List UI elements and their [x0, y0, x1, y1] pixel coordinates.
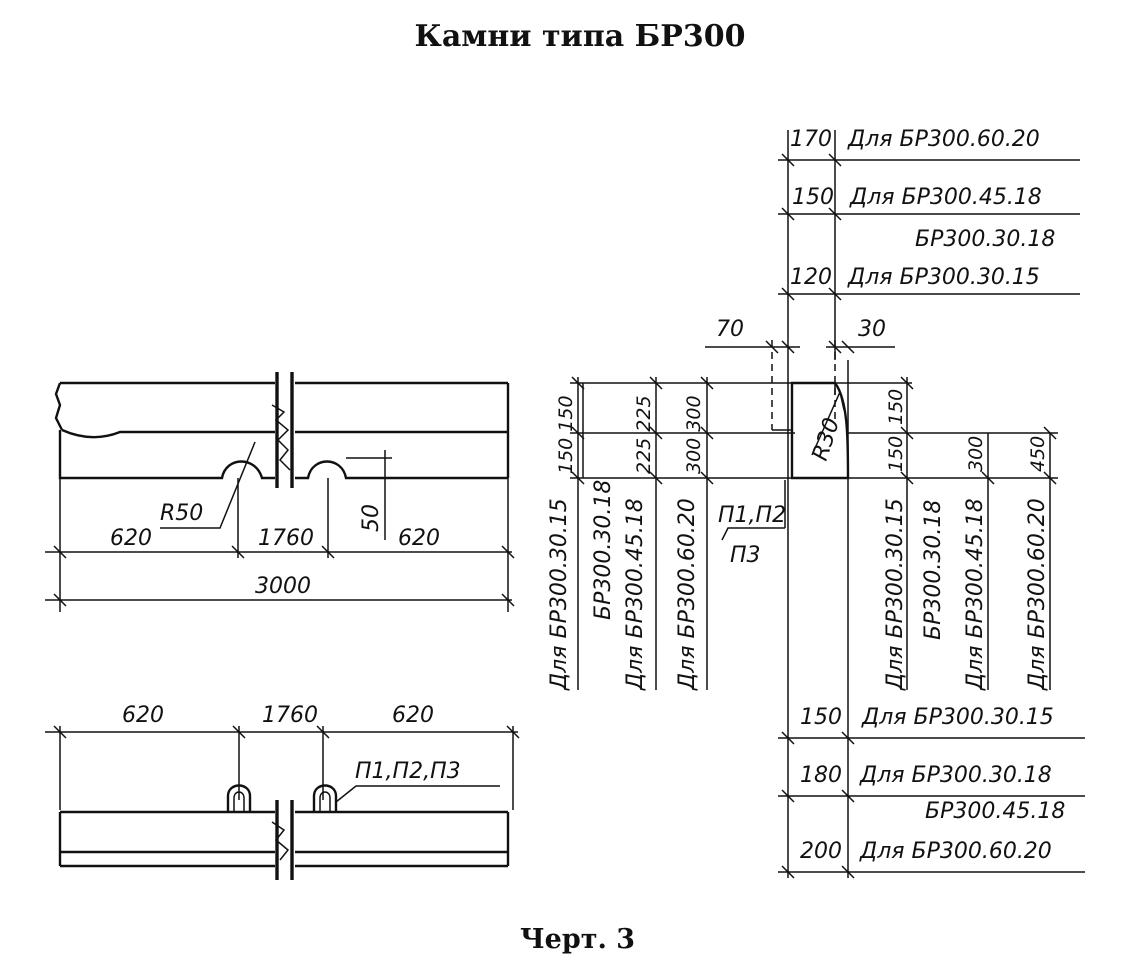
bottom-width-4-text: Для БР300.60.20 — [859, 839, 1052, 864]
top-width-4-value: 120 — [790, 265, 832, 290]
plan-middle-segment: 1760 — [262, 703, 318, 728]
top-width-3-text: БР300.30.18 — [915, 227, 1055, 252]
drawing-title: Камни типа БР300 — [415, 19, 746, 54]
left-height-3-value: 225 225 — [633, 395, 655, 474]
right-height-3-text: Для БР300.45.18 — [963, 498, 988, 691]
right-height-4-value: 450 — [1027, 436, 1049, 472]
right-height-4-text: Для БР300.60.20 — [1025, 498, 1050, 691]
front-right-segment: 620 — [398, 526, 440, 551]
top-width-4-text: Для БР300.30.15 — [847, 265, 1040, 290]
left-height-2-text: БР300.30.18 — [591, 480, 616, 620]
top-width-1-text: Для БР300.60.20 — [847, 127, 1040, 152]
top-width-2-value: 150 — [792, 185, 834, 210]
section-loops-label-2: П3 — [730, 543, 761, 568]
left-height-4-value: 300 300 — [683, 395, 705, 474]
front-view: R50 50 620 1760 620 3000 — [45, 372, 515, 612]
chamfer-left: 70 — [716, 317, 744, 342]
front-left-segment: 620 — [110, 526, 152, 551]
bottom-width-2-text: Для БР300.30.18 — [859, 763, 1052, 788]
top-width-1-value: 170 — [790, 127, 832, 152]
left-height-1-text: Для БР300.30.15 — [547, 498, 572, 691]
section-loops-label-1: П1,П2 — [718, 503, 786, 528]
right-height-3-value: 300 — [965, 436, 987, 472]
chamfer-right: 30 — [858, 317, 886, 342]
bottom-width-4-value: 200 — [800, 839, 842, 864]
right-height-1-value: 150 — [885, 389, 907, 425]
front-middle-segment: 1760 — [258, 526, 314, 551]
figure-caption: Черт. 3 — [520, 924, 635, 955]
right-height-2-value: 150 — [885, 436, 907, 472]
front-radius-label: R50 — [160, 501, 203, 526]
cross-section: 170 Для БР300.60.20 150 Для БР300.45.18 … — [547, 127, 1085, 879]
right-height-2-text: БР300.30.18 — [921, 500, 946, 640]
bottom-width-3-text: БР300.45.18 — [925, 799, 1065, 824]
plan-loops-label: П1,П2,П3 — [355, 759, 461, 784]
section-radius: R30 — [808, 415, 845, 464]
plan-left-segment: 620 — [122, 703, 164, 728]
plan-right-segment: 620 — [392, 703, 434, 728]
front-notch-depth: 50 — [359, 504, 384, 532]
left-height-1-value: 150 150 — [555, 395, 577, 474]
bottom-width-1-text: Для БР300.30.15 — [861, 705, 1054, 730]
left-height-3-text: Для БР300.45.18 — [623, 498, 648, 691]
bottom-width-1-value: 150 — [800, 705, 842, 730]
front-total-length: 3000 — [255, 574, 311, 599]
left-height-4-text: Для БР300.60.20 — [675, 498, 700, 691]
plan-view: 620 1760 620 П1,П2,П3 — [45, 703, 520, 880]
right-height-1-text: Для БР300.30.15 — [883, 498, 908, 691]
top-width-2-text: Для БР300.45.18 — [849, 185, 1042, 210]
bottom-width-2-value: 180 — [800, 763, 842, 788]
